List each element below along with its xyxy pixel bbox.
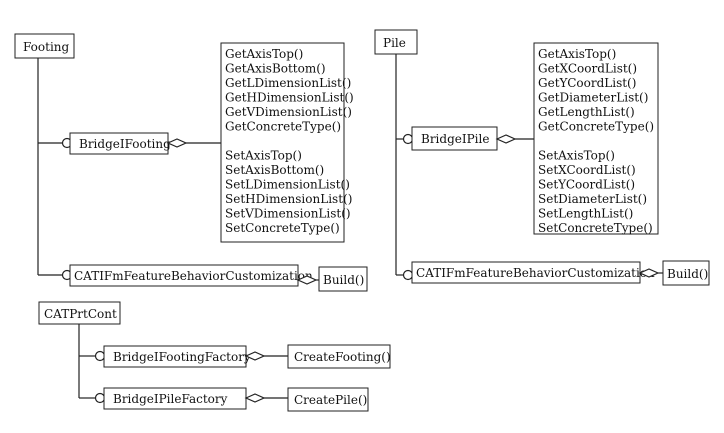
method-item: SetHDimensionList() [225,192,352,206]
footing-methods-box [220,42,345,243]
footing-methods-list: GetAxisTop()GetAxisBottom()GetLDimension… [225,47,354,235]
footing-component-box [14,33,75,59]
method-item: SetLengthList() [538,207,633,221]
pile-build-label: Build() [667,267,708,281]
method-item: GetConcreteType() [225,120,341,134]
pile-factory-label: BridgeIPileFactory [113,392,228,406]
method-item: GetAxisBottom() [225,62,326,76]
method-item: GetLDimensionList() [225,76,351,90]
method-item: SetAxisBottom() [225,163,324,177]
method-item: GetConcreteType() [538,120,654,134]
method-item: SetXCoordList() [538,163,636,177]
pile-factory-lollipop-icon [94,392,106,404]
pile-methods-list: GetAxisTop()GetXCoordList()GetYCoordList… [538,47,654,235]
method-item: GetAxisTop() [225,47,303,61]
footing-factory-label: BridgeIFootingFactory [113,350,251,364]
method-item: GetVDimensionList() [225,105,352,119]
method-item: SetYCoordList() [538,178,635,192]
create-pile-box [287,387,369,412]
method-item: SetVDimensionList() [225,207,351,221]
method-item: SetConcreteType() [225,221,340,235]
method-item: SetDiameterList() [538,192,647,206]
create-pile-label: CreatePile() [294,393,367,407]
create-footing-label: CreateFooting() [294,350,391,364]
footing-component-label: Footing [23,40,70,54]
method-item: GetXCoordList() [538,62,637,76]
method-item: GetDiameterList() [538,91,648,105]
pile-interface-diamond-icon [495,134,517,144]
pile-interface-lollipop-icon [402,133,414,145]
method-item: SetAxisTop() [538,149,615,163]
method-item: GetHDimensionList() [225,91,354,105]
footing-behavior-interface-box [69,264,299,287]
method-item: GetAxisTop() [538,47,616,61]
footing-interface-label: BridgeIFooting [79,137,171,151]
pile-behavior-lollipop-icon [402,269,414,281]
method-item: GetLengthList() [538,105,635,119]
footing-build-label: Build() [323,273,364,287]
footing-behavior-interface-label: CATIFmFeatureBehaviorCustomization [74,269,313,283]
pile-behavior-interface-label: CATIFmFeatureBehaviorCustomization [416,266,655,280]
method-item: GetYCoordList() [538,76,636,90]
container-component-label: CATPrtCont [44,307,117,321]
footing-factory-lollipop-icon [94,350,106,362]
method-item: SetConcreteType() [538,221,653,235]
pile-build-box [662,260,710,286]
create-footing-box [287,344,391,369]
method-item: SetAxisTop() [225,149,302,163]
footing-build-box [318,266,368,292]
pile-interface-label: BridgeIPile [421,132,489,146]
pile-component-label: Pile [383,36,406,50]
method-item: SetLDimensionList() [225,178,350,192]
pile-factory-diamond-icon [244,393,266,403]
pile-methods-box [533,42,659,235]
